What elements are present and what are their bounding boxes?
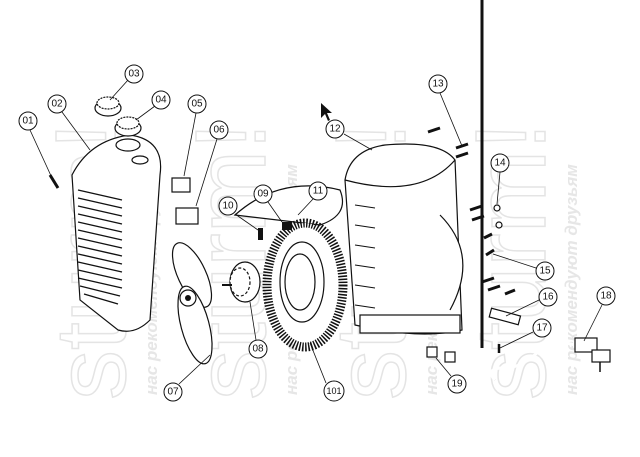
motor xyxy=(222,261,261,303)
power-cord xyxy=(489,337,611,382)
svg-text:02: 02 xyxy=(51,99,63,110)
mouse-cursor-icon xyxy=(321,103,332,121)
watermark-brand: sturm! xyxy=(455,122,567,400)
cord-clamp xyxy=(488,307,522,326)
svg-text:03: 03 xyxy=(128,69,140,80)
svg-text:06: 06 xyxy=(213,125,225,136)
callout-17: 17 xyxy=(532,318,552,338)
small-screws xyxy=(480,337,501,353)
callout-13: 13 xyxy=(428,74,448,94)
feet xyxy=(426,346,456,363)
callout-05: 05 xyxy=(187,94,207,114)
knobs xyxy=(94,96,142,137)
svg-text:04: 04 xyxy=(155,95,167,106)
svg-text:19: 19 xyxy=(451,379,463,390)
svg-text:08: 08 xyxy=(252,344,264,355)
thermostat-part xyxy=(175,207,199,225)
svg-text:14: 14 xyxy=(494,158,506,169)
svg-text:09: 09 xyxy=(257,189,269,200)
callout-07: 07 xyxy=(163,382,183,402)
callout-02: 02 xyxy=(47,94,67,114)
front-grille xyxy=(48,134,162,332)
callout-16: 16 xyxy=(538,287,558,307)
svg-text:11: 11 xyxy=(313,186,324,197)
washers xyxy=(493,204,503,229)
switch-part xyxy=(171,177,191,193)
callout-08: 08 xyxy=(248,339,268,359)
callout-101: 101 xyxy=(323,380,345,402)
callout-09: 09 xyxy=(253,184,273,204)
callout-01: 01 xyxy=(18,111,38,131)
rear-housing xyxy=(344,143,464,335)
leader-lines xyxy=(29,79,603,385)
svg-text:15: 15 xyxy=(539,266,551,277)
callout-11: 11 xyxy=(308,181,328,201)
callout-10: 10 xyxy=(218,196,238,216)
callout-19: 19 xyxy=(447,374,467,394)
fan-blade xyxy=(171,242,213,365)
svg-text:17: 17 xyxy=(536,323,548,334)
callout-14: 14 xyxy=(490,153,510,173)
callout-12: 12 xyxy=(325,119,345,139)
screws xyxy=(427,0,516,348)
watermark-slogan: нас рекомендуют друзьям xyxy=(562,164,581,395)
svg-text:101: 101 xyxy=(326,386,341,396)
callout-15: 15 xyxy=(535,261,555,281)
svg-text:13: 13 xyxy=(432,79,444,90)
callout-18: 18 xyxy=(596,286,616,306)
svg-text:05: 05 xyxy=(191,99,203,110)
svg-text:10: 10 xyxy=(222,201,234,212)
callout-04: 04 xyxy=(151,90,171,110)
svg-text:01: 01 xyxy=(22,116,34,127)
svg-text:16: 16 xyxy=(542,292,554,303)
svg-text:07: 07 xyxy=(167,387,179,398)
callout-03: 03 xyxy=(124,64,144,84)
svg-text:18: 18 xyxy=(600,291,612,302)
svg-text:12: 12 xyxy=(329,124,341,135)
callout-06: 06 xyxy=(209,120,229,140)
